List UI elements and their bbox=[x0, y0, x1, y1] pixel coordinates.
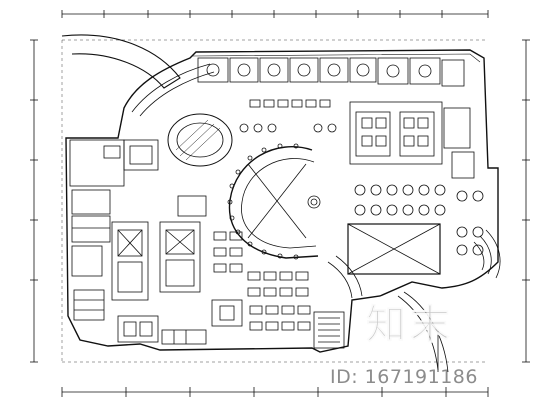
curved-feature bbox=[327, 255, 363, 299]
curved-facade bbox=[61, 34, 181, 89]
curved-terrace bbox=[473, 229, 501, 279]
lobby-oval bbox=[167, 113, 233, 167]
main-hall bbox=[227, 143, 321, 260]
left-dimension-line bbox=[30, 39, 38, 363]
round-table-area bbox=[354, 184, 484, 256]
dining-tables-north bbox=[239, 99, 337, 133]
service-core-left bbox=[69, 139, 125, 321]
south-east-curve bbox=[397, 291, 449, 373]
curved-glazing bbox=[131, 63, 215, 117]
watermark-id: ID: 167191186 bbox=[330, 366, 478, 388]
dining-tables-south bbox=[211, 231, 311, 331]
stair-south bbox=[313, 311, 345, 349]
building-outline bbox=[65, 49, 499, 353]
reference-grid bbox=[61, 39, 488, 363]
rooms-south-west bbox=[117, 315, 207, 345]
light-well bbox=[347, 223, 441, 275]
elevator-cores bbox=[111, 139, 207, 301]
kitchen-block-upper bbox=[349, 101, 475, 179]
watermark-logo: 知末 bbox=[366, 302, 454, 349]
private-rooms-top bbox=[197, 57, 465, 87]
right-dimension-line bbox=[522, 39, 530, 363]
bottom-dimension-line bbox=[61, 387, 489, 397]
top-dimension-line bbox=[61, 10, 489, 18]
